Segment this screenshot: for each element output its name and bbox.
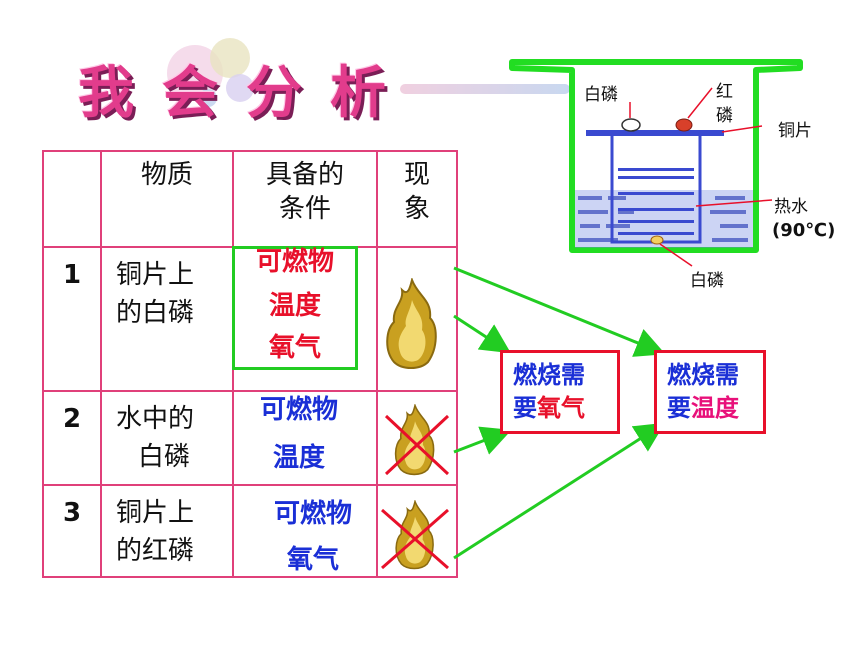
conclusion-needs-oxygen: 燃烧需 要氧气 — [500, 350, 620, 434]
row-material: 铜片上的红磷 — [100, 484, 234, 578]
hot-water — [575, 190, 753, 248]
label-white-phosphorus-top: 白磷 — [584, 85, 618, 105]
conclusion-needs-temperature: 燃烧需 要温度 — [654, 350, 766, 434]
row-conditions — [232, 390, 378, 486]
title-char-1: 我 — [78, 61, 134, 126]
cross-icon — [381, 508, 449, 570]
row-number: 1 — [42, 246, 102, 392]
row-conditions — [232, 484, 378, 578]
row-material: 水中的白磷 — [100, 390, 234, 486]
condition-temperature: 温度 — [268, 291, 321, 321]
red-phosphorus — [675, 118, 693, 132]
table-header-row: 物质 具备的条件 现象 — [42, 150, 458, 248]
label-white-phosphorus-bottom: 白磷 — [690, 271, 724, 291]
table-row: 2 水中的白磷 — [42, 390, 458, 486]
label-hot-water: 热水 — [774, 197, 808, 217]
condition-oxygen: 氧气 — [268, 333, 321, 363]
table-row: 1 铜片上的白磷 — [42, 246, 458, 392]
title-char-3: 分 — [246, 61, 302, 126]
analysis-table: 物质 具备的条件 现象 1 铜片上的白磷 2 水中的白磷 3 铜片上的红磷 — [42, 150, 458, 578]
header-material: 物质 — [100, 150, 234, 248]
row-number: 2 — [42, 390, 102, 486]
title-char-2: 会 — [162, 61, 218, 126]
header-conditions: 具备的条件 — [232, 150, 378, 248]
bubble-decoration — [167, 38, 254, 107]
row-number: 3 — [42, 484, 102, 578]
fire-icon — [386, 278, 437, 369]
title-underline — [400, 84, 570, 94]
all-conditions-highlight — [232, 246, 358, 370]
label-red-phosphorus: 红磷 — [716, 82, 733, 126]
condition-oxygen: 氧气 — [286, 545, 339, 575]
title-char-4: 析 — [330, 61, 386, 126]
header-empty-cell — [42, 150, 102, 248]
cross-icon — [384, 414, 450, 476]
white-phosphorus — [621, 118, 641, 132]
white-phosphorus-underwater — [650, 235, 664, 245]
label-copper-sheet: 铜片 — [778, 121, 812, 141]
experiment-apparatus — [509, 59, 803, 267]
header-phenomenon: 现象 — [376, 150, 458, 248]
condition-combustible: 可燃物 — [255, 247, 334, 277]
condition-temperature: 温度 — [272, 443, 325, 473]
condition-combustible: 可燃物 — [259, 395, 338, 425]
condition-combustible: 可燃物 — [273, 499, 352, 529]
table-row: 3 铜片上的红磷 — [42, 484, 458, 578]
copper-sheet — [586, 130, 724, 136]
row-material: 铜片上的白磷 — [100, 246, 234, 392]
label-hot-water-temp: (90℃) — [772, 220, 836, 241]
